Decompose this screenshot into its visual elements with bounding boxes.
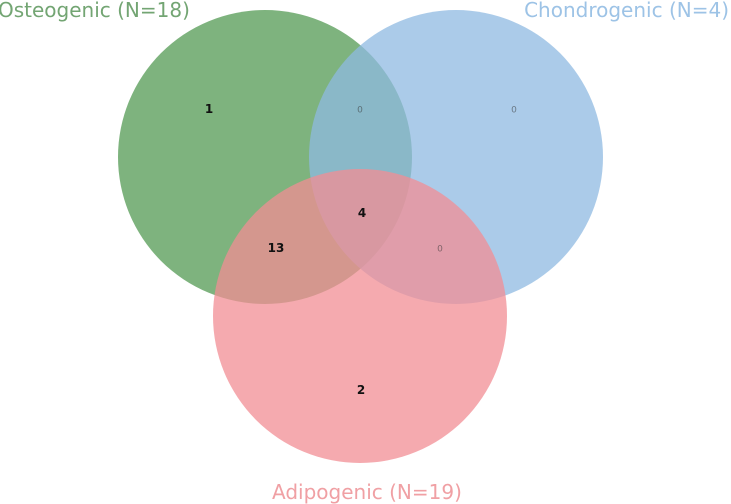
osteogenic-set-label: Osteogenic (N=18)	[0, 0, 190, 22]
all-three-count: 4	[357, 206, 367, 220]
osteogenic-chondrogenic-count: 0	[357, 105, 363, 116]
adipogenic-circle	[213, 169, 507, 463]
chondrogenic-adipogenic-count: 0	[437, 244, 443, 255]
adipogenic-only-count: 2	[356, 383, 366, 397]
adipogenic-set-label: Adipogenic (N=19)	[272, 480, 462, 504]
chondrogenic-set-label: Chondrogenic (N=4)	[524, 0, 729, 22]
osteogenic-only-count: 1	[204, 102, 214, 116]
osteogenic-adipogenic-count: 13	[267, 241, 285, 255]
chondrogenic-only-count: 0	[511, 105, 517, 116]
